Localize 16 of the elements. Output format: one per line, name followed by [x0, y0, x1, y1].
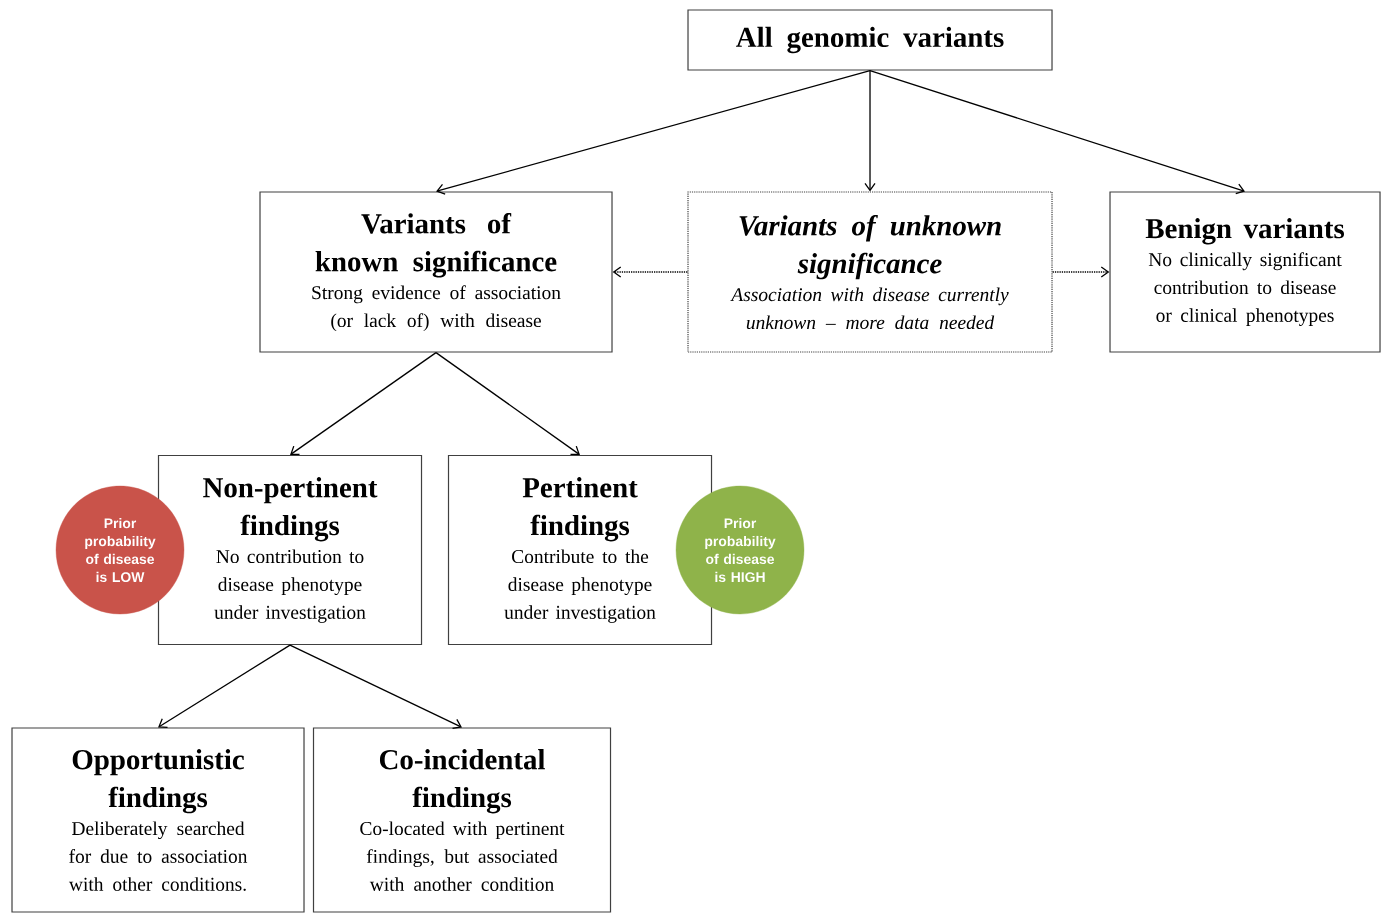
arrow	[869, 69, 1245, 195]
category-box: Variants of known significance Strong evidence of association (or lack of) with disease	[259, 191, 613, 353]
category-box: Opportunistic findings Deliberately searched for due to association with other conditions.	[11, 727, 305, 913]
arrow	[436, 69, 871, 195]
arrow	[1051, 266, 1110, 278]
category-box: All genomic variants	[687, 9, 1053, 71]
dashed-box: Variants of unknown significance Association with disease currently unknown – more data needed	[687, 191, 1053, 353]
arrow	[158, 644, 291, 728]
arrow	[612, 266, 689, 278]
arrow	[290, 351, 437, 455]
arrow	[289, 644, 462, 730]
category-box: Co-incidental findings Co-located with pertinent findings, but associated with another condition	[312, 727, 612, 913]
category-box: Benign variants No clinically significant contribution to disease or clinical phenotypes	[1109, 191, 1381, 353]
arrow	[435, 351, 580, 455]
category-box: Non-pertinent findings No contribution to disease phenotype under investigation	[157, 454, 423, 646]
arrow	[864, 69, 876, 192]
